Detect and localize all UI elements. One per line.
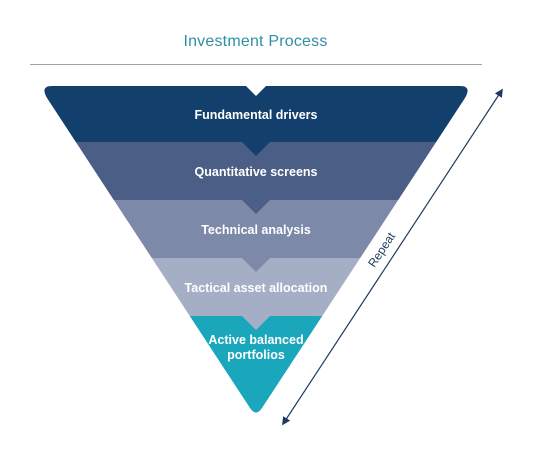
top-notch [240, 86, 272, 96]
repeat-arrow [282, 88, 503, 426]
stage-2-label: Quantitative screens [195, 165, 318, 179]
stage-1-label: Fundamental drivers [195, 108, 318, 122]
title-divider [30, 64, 482, 65]
stage-5-label-line2: portfolios [227, 348, 285, 362]
stage-5-label-line1: Active balanced [208, 333, 303, 347]
stage-4-label: Tactical asset allocation [185, 281, 328, 295]
stage-3-label: Technical analysis [201, 223, 311, 237]
diagram-title: Investment Process [183, 33, 328, 50]
